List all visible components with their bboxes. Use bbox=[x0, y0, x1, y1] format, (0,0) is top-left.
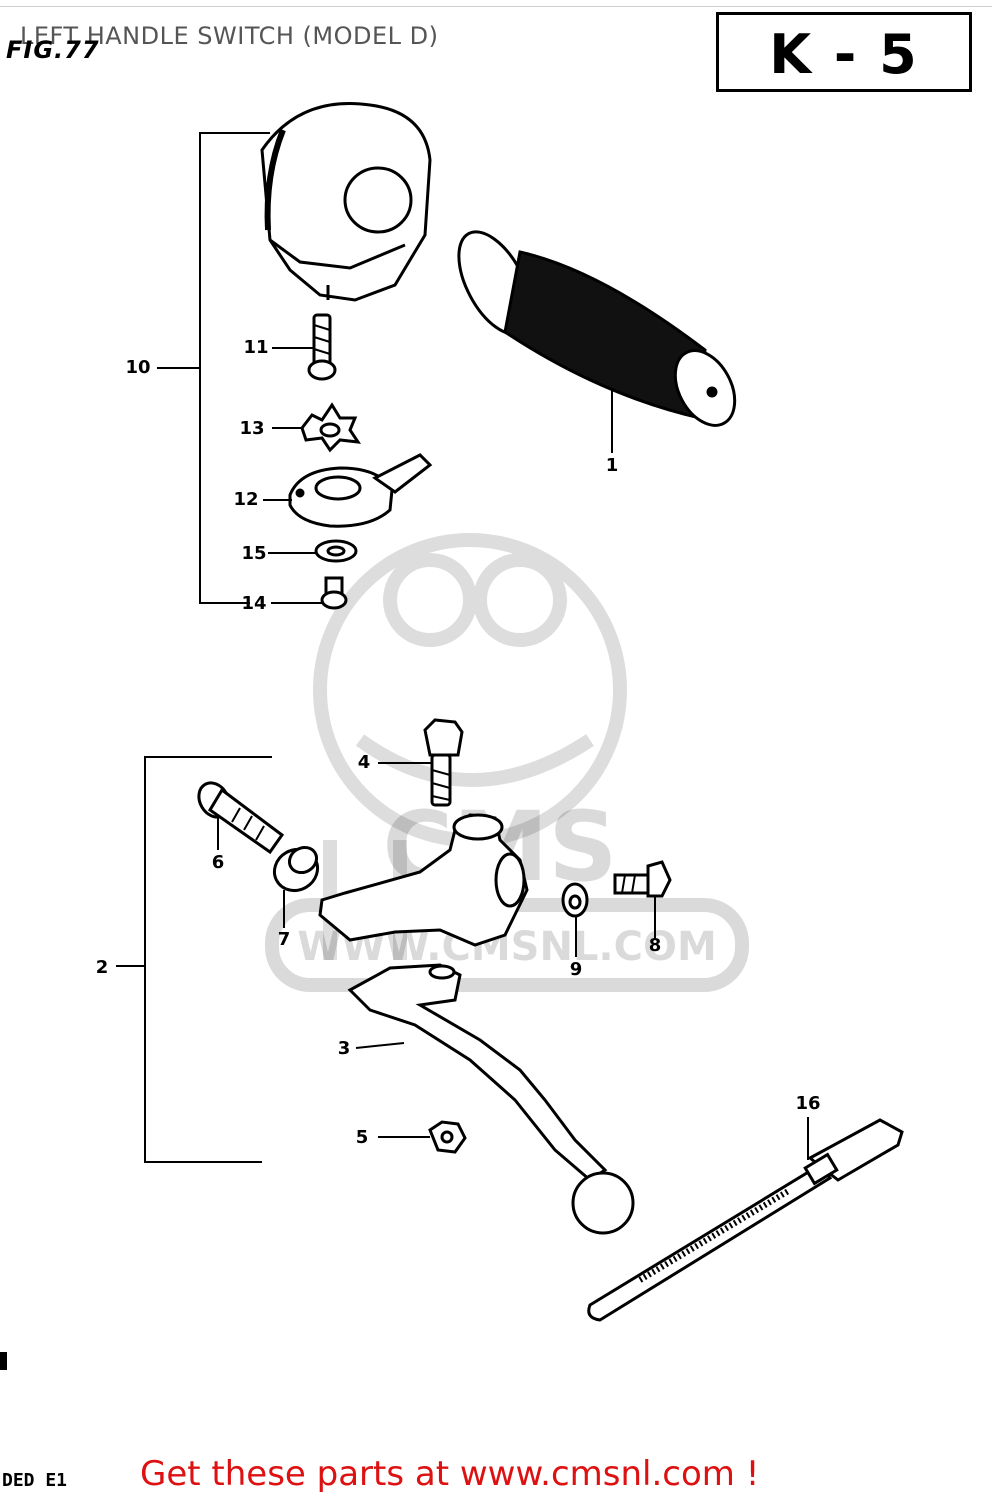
section-code-box: K - 5 bbox=[716, 12, 972, 92]
washer-15-drawing bbox=[314, 539, 358, 563]
leader-lines bbox=[217, 347, 809, 1160]
callout-1: 1 bbox=[605, 455, 619, 476]
adjuster-nut-7-drawing bbox=[272, 845, 320, 893]
callout-6: 6 bbox=[211, 852, 225, 873]
lever-holder-drawing bbox=[318, 813, 529, 947]
nut-5-drawing bbox=[428, 1120, 467, 1154]
promo-link[interactable]: Get these parts at www.cmsnl.com ! bbox=[140, 1454, 760, 1494]
bolt-4-drawing bbox=[423, 718, 464, 807]
bracket-assembly-2 bbox=[116, 756, 272, 1163]
callout-8: 8 bbox=[648, 935, 662, 956]
screw-14-drawing bbox=[320, 576, 348, 610]
callout-4: 4 bbox=[357, 752, 371, 773]
callout-14: 14 bbox=[241, 593, 267, 614]
edge-mark bbox=[0, 1352, 7, 1370]
footer-code: DED E1 bbox=[2, 1470, 68, 1491]
callout-3: 3 bbox=[337, 1038, 351, 1059]
callout-16: 16 bbox=[795, 1093, 821, 1114]
callout-13: 13 bbox=[239, 418, 265, 439]
clutch-lever-3-drawing bbox=[347, 963, 635, 1235]
washer-9-drawing bbox=[561, 882, 589, 918]
callout-5: 5 bbox=[355, 1127, 369, 1148]
bolt-6-drawing bbox=[197, 781, 285, 855]
cable-tie-16-drawing bbox=[587, 1118, 904, 1322]
top-rule bbox=[0, 6, 992, 7]
switch-housing-drawing bbox=[260, 101, 432, 302]
figure-number: FIG.77 bbox=[6, 36, 100, 64]
diagram-title: LEFT HANDLE SWITCH (MODEL D) bbox=[20, 22, 439, 50]
screw-11-drawing bbox=[307, 313, 337, 381]
bolt-8-drawing bbox=[613, 860, 672, 898]
switch-knob-12-drawing bbox=[288, 453, 433, 528]
callout-15: 15 bbox=[241, 543, 267, 564]
lock-washer-13-drawing bbox=[300, 402, 362, 453]
grip-1-drawing bbox=[457, 230, 737, 427]
bracket-assembly-10 bbox=[157, 132, 270, 604]
callout-12: 12 bbox=[233, 489, 259, 510]
callout-11: 11 bbox=[243, 337, 269, 358]
section-code: K - 5 bbox=[769, 23, 919, 86]
callout-9: 9 bbox=[569, 959, 583, 980]
callout-10: 10 bbox=[125, 357, 151, 378]
callout-2: 2 bbox=[95, 957, 109, 978]
callout-7: 7 bbox=[277, 929, 291, 950]
